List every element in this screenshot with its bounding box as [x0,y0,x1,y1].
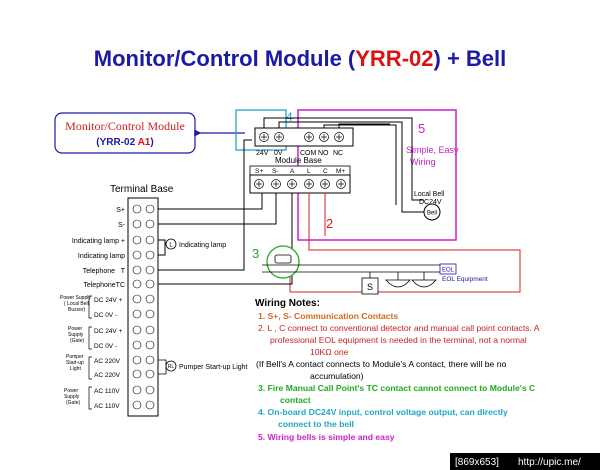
tb-label-lamp-plus: Indicating lamp + [72,238,125,245]
footer-size: [869x653] [455,457,499,468]
terminal-base-strip [127,197,159,417]
eol-label: EOL Equipment [442,276,488,283]
terminal-m-plus: M+ [336,168,345,175]
note-2d: (If Bell's A contact connects to Module'… [256,359,506,369]
wires-top [263,117,424,213]
tb-label-s-plus: S+ [116,207,125,214]
bell-voltage: DC24V [419,199,442,206]
tb-label-telephone-tc: TelephoneTC [83,282,125,289]
module-base-bottom-strip [249,165,351,194]
callout-2: 2 [326,216,333,231]
bell-symbol: Bell [427,211,437,217]
terminal-base-title: Terminal Base [110,184,174,195]
wires-detectors [262,264,440,278]
tb-label-s-minus: S- [118,222,126,229]
simple-wiring-line1: Simple, Easy [406,145,459,155]
note-4a: 4. On-board DC24V input, control voltage… [258,407,508,417]
tb-dc0v-2: DC 0V - [94,343,117,350]
tb-ac110v-2: AC 110V [94,403,120,410]
tb-dc24v-2: DC 24V + [94,328,123,335]
notes-heading: Wiring Notes: [255,298,320,309]
note-5: 5. Wiring bells is simple and easy [258,432,395,442]
tb-label-telephone: Telephone [83,268,115,275]
pumper-symbol: RL [168,364,175,370]
tb-ac110v-1: AC 110V [94,388,120,395]
eol-icon [439,263,457,275]
pumper-light-label: Pumper Start-up Light [179,364,248,371]
indicating-lamp-label: Indicating lamp [179,242,226,249]
terminal-s-plus: S+ [255,168,263,175]
tb-label-lamp: Indicating lamp [78,253,125,260]
tb-ac220v-2: AC 220V [94,372,121,379]
indicating-lamp-icon [165,238,177,250]
note-2a: 2. L , C connect to conventional detecto… [258,323,540,333]
module-box-model: (YRR-02 A1) [96,137,153,148]
terminal-com: COM [300,150,317,157]
eol-symbol: EOL [442,268,455,274]
lamp-symbol: L [169,243,173,249]
tb-dc0v-1: DC 0V - [94,312,117,319]
terminal-l: L [307,168,311,175]
switch-icon [361,277,379,295]
terminal-nc: NC [333,150,343,157]
note-3b: contact [280,395,311,405]
note-2e: accumulation) [310,371,364,381]
note-3a: 3. Fire Manual Call Point's TC contact c… [258,383,535,393]
pumper-light-icon [165,360,177,372]
module-base-label: Module Base [275,156,322,165]
page-title: Monitor/Control Module (YRR-02) + Bell [94,46,507,71]
detectors [385,272,437,288]
note-2b: professional EOL equipment is needed in … [270,335,527,345]
terminal-a: A [290,168,295,175]
terminal-24v: 24V [256,150,269,157]
tb-dc24v-1: DC 24V + [94,297,123,304]
terminal-c: C [323,168,328,175]
terminal-s-minus: S- [272,168,279,175]
module-box-title: Monitor/Control Module [65,119,185,133]
note-1: 1. S+, S- Communication Contacts [258,311,398,321]
tb-ac220v-1: AC 220V [94,358,121,365]
switch-symbol: S [367,282,373,292]
tb-label-telephone-t: T [121,268,126,275]
terminal-no: NO [318,150,329,157]
note-2c: 10KΩ one [310,347,349,357]
module-base-top-strip [254,127,354,147]
wires-terminal-base [158,139,293,285]
callout-3: 3 [252,246,259,261]
simple-wiring-line2: Wiring [410,157,436,167]
bell-label: Local Bell [414,191,445,198]
pumper-wire [158,359,167,375]
group-local-bell: Power Supply( Local Bell,Buzzer) [60,295,91,313]
note-4b: connect to the bell [278,419,354,429]
bell-icon [423,203,441,221]
footer-url[interactable]: http://upic.me/ [518,457,581,468]
group-brackets [88,295,92,410]
callout-4: 4 [286,110,293,124]
terminal-0v: 0V [274,150,283,157]
callout-5: 5 [418,121,425,136]
footer-bar [450,453,600,470]
